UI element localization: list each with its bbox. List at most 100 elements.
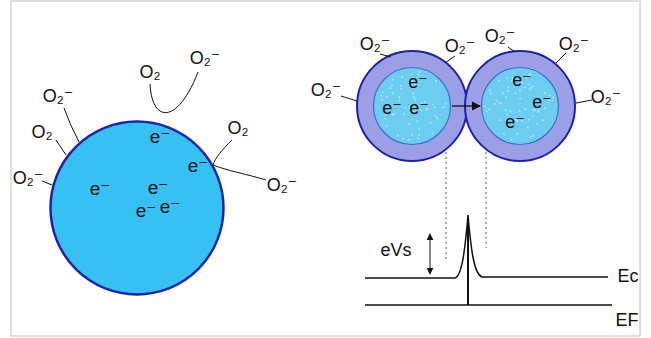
texture-dot <box>403 113 405 115</box>
band-label: eVs <box>380 241 411 259</box>
texture-dot <box>380 95 382 97</box>
electron-flow-arrow <box>452 105 480 106</box>
texture-dot <box>432 104 434 106</box>
texture-dot <box>552 99 554 101</box>
band-label: Ec <box>617 267 638 285</box>
conduction-band <box>365 215 608 278</box>
species-label: O₂⁻ <box>190 49 221 67</box>
species-label: O₂ <box>140 63 161 81</box>
texture-dot <box>500 102 502 104</box>
texture-dot <box>390 87 392 89</box>
texture-dot <box>432 132 434 134</box>
texture-dot <box>392 79 394 81</box>
texture-dot <box>498 102 500 104</box>
texture-dot <box>411 134 413 136</box>
texture-dot <box>401 76 403 78</box>
texture-dot <box>445 103 447 105</box>
texture-dot <box>507 86 509 88</box>
projection-lines <box>446 152 486 262</box>
texture-dot <box>486 111 488 113</box>
species-label: O₂⁻ <box>445 37 476 55</box>
texture-dot <box>536 123 538 125</box>
texture-dot <box>392 92 394 94</box>
texture-dot <box>412 93 414 95</box>
texture-dot <box>516 133 518 135</box>
texture-dot <box>505 109 507 111</box>
texture-dot <box>404 107 406 109</box>
texture-dot <box>417 137 419 139</box>
texture-dot <box>400 88 402 90</box>
electron-label: e⁻ <box>382 99 402 117</box>
species-label: O₂⁻ <box>267 176 298 194</box>
texture-dot <box>489 89 491 91</box>
texture-dot <box>518 110 520 112</box>
texture-dot <box>384 118 386 120</box>
electron-label: e⁻ <box>90 179 111 198</box>
texture-dot <box>419 134 421 136</box>
species-label: O₂⁻ <box>485 27 516 45</box>
electron-label: e⁻ <box>188 156 209 175</box>
texture-dot <box>511 138 513 140</box>
species-label: O₂⁻ <box>13 169 44 187</box>
species-label: O₂⁻ <box>591 88 622 106</box>
texture-dot <box>519 98 521 100</box>
texture-dot <box>490 92 492 94</box>
texture-dot <box>502 92 504 94</box>
texture-dot <box>413 96 415 98</box>
depletion-shell <box>465 51 575 161</box>
texture-dot <box>519 89 521 91</box>
grain-core: e⁻e⁻e⁻ <box>480 66 560 146</box>
species-label: O₂⁻ <box>559 35 590 53</box>
texture-dot <box>417 121 419 123</box>
texture-dot <box>542 119 544 121</box>
electron-label: e⁻ <box>408 73 428 91</box>
band-label: EF <box>615 311 638 329</box>
texture-dot <box>430 122 432 124</box>
texture-dot <box>397 135 399 137</box>
frame <box>11 1 640 336</box>
texture-dot <box>418 128 420 130</box>
electron-label: e⁻ <box>409 99 429 117</box>
texture-dot <box>532 135 534 137</box>
node-circle <box>482 68 559 145</box>
texture-dot <box>408 139 410 141</box>
texture-dot <box>484 106 486 108</box>
texture-dot <box>435 80 437 82</box>
texture-dot <box>530 136 532 138</box>
texture-dot <box>499 119 501 121</box>
texture-dot <box>437 118 439 120</box>
texture-dot <box>509 110 511 112</box>
texture-dot <box>532 85 534 87</box>
sensor-particle: e⁻e⁻e⁻e⁻e⁻e⁻ <box>49 120 225 296</box>
species-label: O₂⁻ <box>311 81 342 99</box>
species-label: O₂ <box>32 123 53 141</box>
texture-dot <box>434 106 436 108</box>
texture-dot <box>386 96 388 98</box>
texture-dot <box>503 133 505 135</box>
electron-label: e⁻ <box>512 71 532 89</box>
species-label: O₂⁻ <box>43 87 74 105</box>
texture-dot <box>382 91 384 93</box>
texture-dot <box>489 108 491 110</box>
barrier-arrow <box>430 234 431 274</box>
texture-dot <box>532 115 534 117</box>
texture-dot <box>494 103 496 105</box>
texture-dot <box>505 97 507 99</box>
texture-dot <box>498 80 500 82</box>
grain-boundary <box>467 222 469 305</box>
texture-dot <box>389 87 391 89</box>
electron-label: e⁻ <box>150 127 171 146</box>
species-label: O₂⁻ <box>360 35 391 53</box>
texture-dot <box>402 138 404 140</box>
texture-dots <box>380 71 446 141</box>
texture-dot <box>507 90 509 92</box>
texture-dot <box>524 108 526 110</box>
texture-dot <box>552 96 554 98</box>
grain-core: e⁻ e⁻ e⁻ <box>372 66 452 146</box>
texture-dot <box>506 77 508 79</box>
texture-dot <box>514 92 516 94</box>
texture-dot <box>443 106 445 108</box>
